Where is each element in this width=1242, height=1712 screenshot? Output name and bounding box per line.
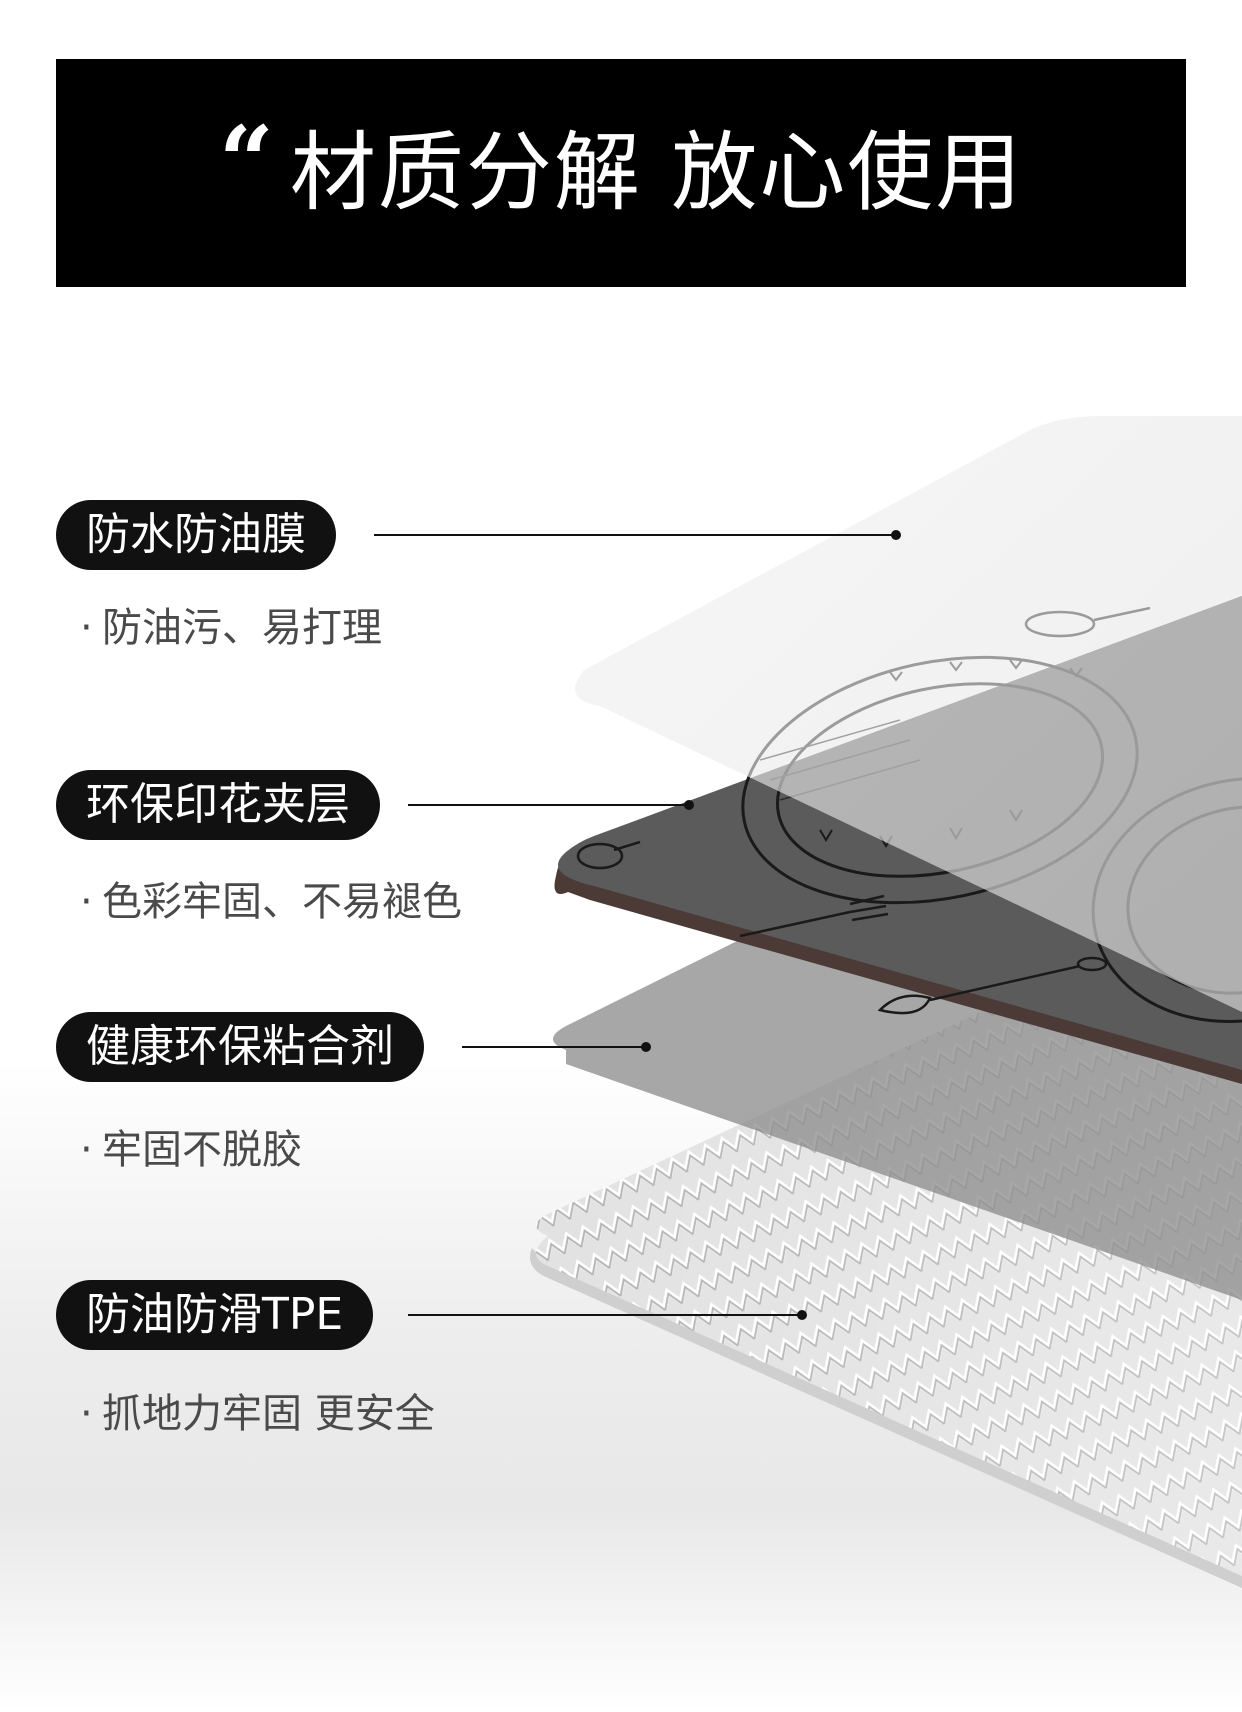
layer-detail-film: ·防油污、易打理 — [80, 605, 382, 651]
connector-dot-film — [891, 530, 901, 540]
layer-label-film: 防水防油膜 — [56, 500, 336, 570]
layer-detail-print: ·色彩牢固、不易褪色 — [80, 879, 462, 925]
connector-line-tpe — [408, 1314, 802, 1316]
film-layer — [575, 416, 1242, 1012]
bullet-icon: · — [80, 879, 93, 925]
connector-line-film — [374, 534, 896, 536]
page-title: “ 材质分解 放心使用 — [219, 114, 1024, 223]
bullet-icon: · — [80, 605, 93, 651]
layer-detail-adhesive: ·牢固不脱胶 — [80, 1127, 302, 1173]
header-banner: “ 材质分解 放心使用 — [56, 59, 1186, 287]
layer-label-print: 环保印花夹层 — [56, 770, 380, 840]
pan-icon — [877, 956, 1108, 1015]
connector-dot-print — [684, 800, 694, 810]
fork-icon — [739, 894, 889, 938]
page-title-text: 材质分解 放心使用 — [289, 123, 1024, 223]
quote-mark-icon: “ — [218, 105, 276, 218]
layer-detail-tpe: ·抓地力牢固 更安全 — [80, 1391, 435, 1437]
bullet-icon: · — [80, 1391, 93, 1437]
bullet-icon: · — [80, 1127, 93, 1173]
connector-dot-adhesive — [641, 1042, 651, 1052]
connector-dot-tpe — [797, 1310, 807, 1320]
connector-line-adhesive — [462, 1046, 646, 1048]
connector-line-print — [408, 804, 688, 806]
layer-label-adhesive: 健康环保粘合剂 — [56, 1012, 424, 1082]
layer-label-tpe: 防油防滑TPE — [56, 1280, 374, 1350]
